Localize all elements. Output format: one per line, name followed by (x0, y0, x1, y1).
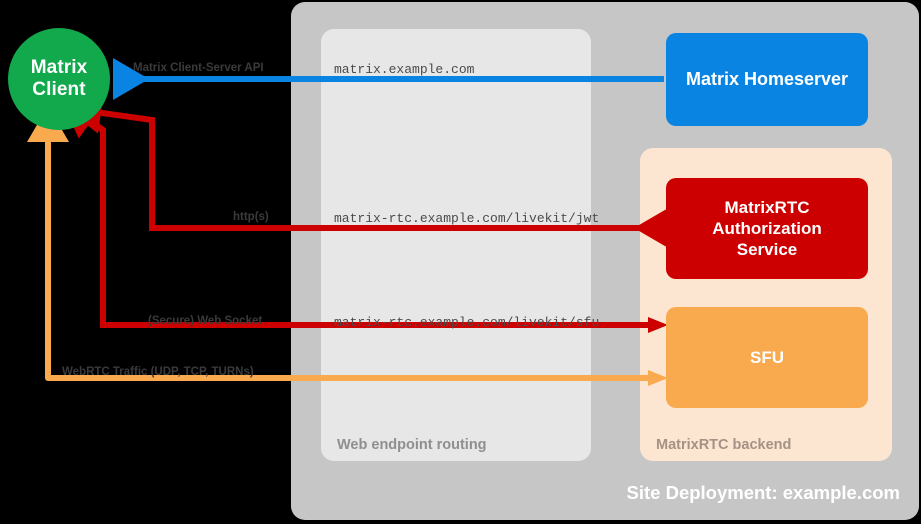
homeserver-label: Matrix Homeserver (685, 69, 849, 89)
matrix-client-label-line1: Matrix (30, 56, 88, 78)
matrix-client-label-line2: Client (32, 79, 86, 100)
auth-service-label-line2: Authorization (712, 218, 822, 238)
node-matrix-homeserver[interactable]: Matrix Homeserver (666, 33, 868, 126)
flow-jwt-http (65, 92, 670, 249)
node-matrix-client[interactable]: Matrix Client (8, 28, 110, 130)
node-matrixrtc-authorization-service[interactable]: MatrixRTC Authorization Service (666, 178, 868, 279)
node-sfu[interactable]: SFU (666, 307, 868, 408)
auth-service-label-line1: MatrixRTC (724, 197, 810, 217)
auth-service-label-line3: Service (736, 240, 798, 260)
flow-sfu-websocket (61, 100, 668, 333)
flow-webrtc-media (27, 106, 668, 386)
sfu-label: SFU (750, 347, 784, 367)
